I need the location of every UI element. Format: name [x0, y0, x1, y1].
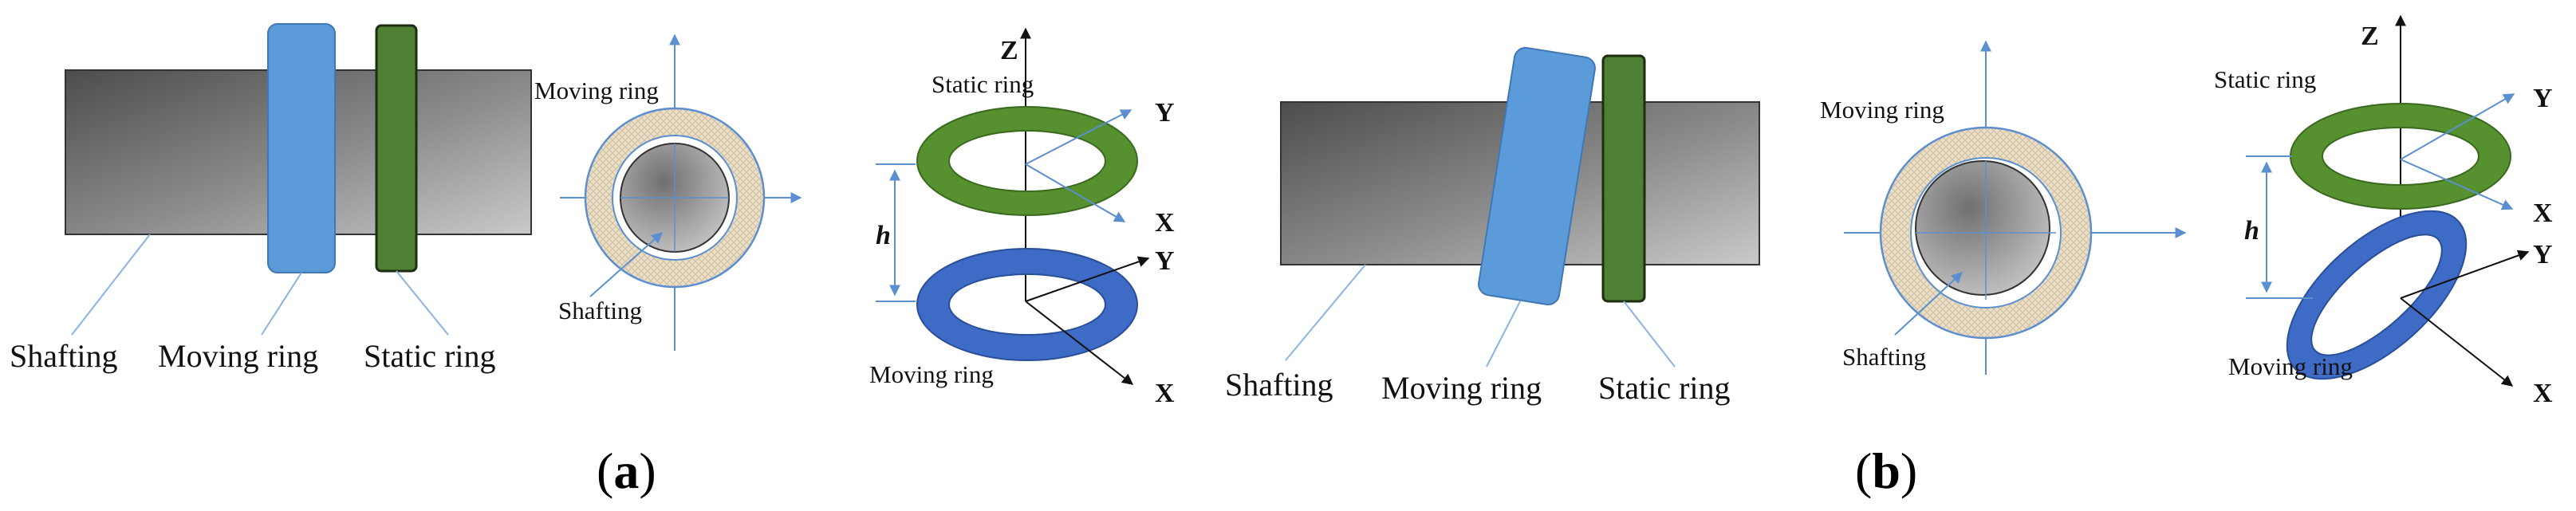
panel-a: Shafting Moving ring Static ring Moving …	[10, 23, 1175, 499]
leader-moving-ring	[1486, 301, 1521, 368]
moving-ring-3d-tilted-inner	[2310, 234, 2443, 356]
caption-a-close: )	[639, 442, 656, 499]
static-ring-3d	[2289, 103, 2512, 210]
shafting-label: Shafting	[10, 338, 118, 374]
leader-shafting-section	[1894, 272, 1964, 336]
panel-b: Shafting Moving ring Static ring Moving …	[1225, 14, 2553, 499]
side-view-b: Shafting Moving ring Static ring	[1225, 46, 1760, 406]
caption-b-close: )	[1900, 442, 1917, 499]
side-view-a: Shafting Moving ring Static ring	[10, 23, 532, 374]
moving-ring-section-label: Moving ring	[534, 77, 659, 104]
z-axis-label: Z	[2361, 22, 2379, 51]
x-axis-upper-label: X	[1155, 208, 1175, 238]
y-axis-upper-label: Y	[1155, 98, 1175, 128]
moving-ring-label: Moving ring	[1381, 370, 1542, 406]
z-axis-label: Z	[1000, 36, 1018, 65]
leader-static-ring	[1623, 301, 1676, 368]
shafting-label: Shafting	[1225, 367, 1333, 403]
x-axis-lower	[2400, 297, 2514, 387]
section-view-b: Moving ring Shafting	[1820, 40, 2187, 375]
y-axis-upper-label: Y	[2533, 84, 2553, 113]
x-axis-upper	[1025, 163, 1126, 222]
y-axis-lower-label: Y	[2533, 240, 2553, 269]
static-ring-label: Static ring	[364, 338, 496, 374]
moving-ring-side-tilted	[1478, 46, 1596, 306]
y-axis-lower	[2400, 250, 2530, 299]
static-ring-side	[1601, 54, 1646, 303]
moving-ring-3d-label: Moving ring	[2228, 352, 2353, 380]
caption-b-open: (	[1855, 442, 1872, 499]
caption-a: (a)	[597, 442, 656, 499]
x-axis-upper	[2400, 159, 2514, 210]
static-ring-3d-label: Static ring	[2214, 65, 2316, 93]
y-axis-lower-label: Y	[1155, 246, 1175, 276]
caption-b-letter: b	[1872, 442, 1900, 499]
y-axis-upper	[2400, 93, 2515, 160]
static-ring-side	[375, 24, 418, 273]
leader-static-ring	[396, 270, 449, 336]
moving-ring-side	[267, 23, 336, 273]
caption-b: (b)	[1855, 442, 1917, 499]
static-ring-label: Static ring	[1598, 370, 1731, 406]
static-ring-3d	[916, 106, 1139, 216]
shafting-section-label: Shafting	[558, 297, 642, 324]
caption-a-letter: a	[613, 442, 639, 499]
leader-moving-ring	[261, 272, 302, 336]
moving-ring-3d-label: Moving ring	[869, 360, 994, 388]
shaft-section	[1915, 160, 2050, 296]
x-axis-lower	[1025, 301, 1134, 385]
leader-shafting-section	[589, 232, 664, 297]
caption-a-open: (	[597, 442, 613, 499]
leader-shafting	[71, 234, 151, 336]
shafting-section-label: Shafting	[1842, 343, 1926, 371]
axes-view-b: Static ring Moving ring Z Y X Y X h	[2214, 14, 2553, 408]
axes-view-a: Static ring Moving ring Z Y X Y X h	[869, 27, 1175, 408]
x-axis-upper-label: X	[2533, 199, 2553, 228]
x-axis-lower-label: X	[2533, 379, 2553, 408]
h-label: h	[876, 221, 891, 250]
moving-ring-label: Moving ring	[158, 338, 318, 374]
section-view-a: Moving ring Shafting	[534, 33, 802, 351]
moving-ring-section-label: Moving ring	[1820, 96, 1944, 124]
x-axis-lower-label: X	[1155, 379, 1175, 408]
moving-ring-3d	[916, 248, 1139, 361]
static-ring-3d-label: Static ring	[932, 70, 1034, 98]
h-label: h	[2244, 216, 2259, 246]
y-axis-lower	[1025, 256, 1150, 302]
y-axis-upper	[1025, 109, 1132, 165]
leader-shafting	[1285, 264, 1366, 361]
